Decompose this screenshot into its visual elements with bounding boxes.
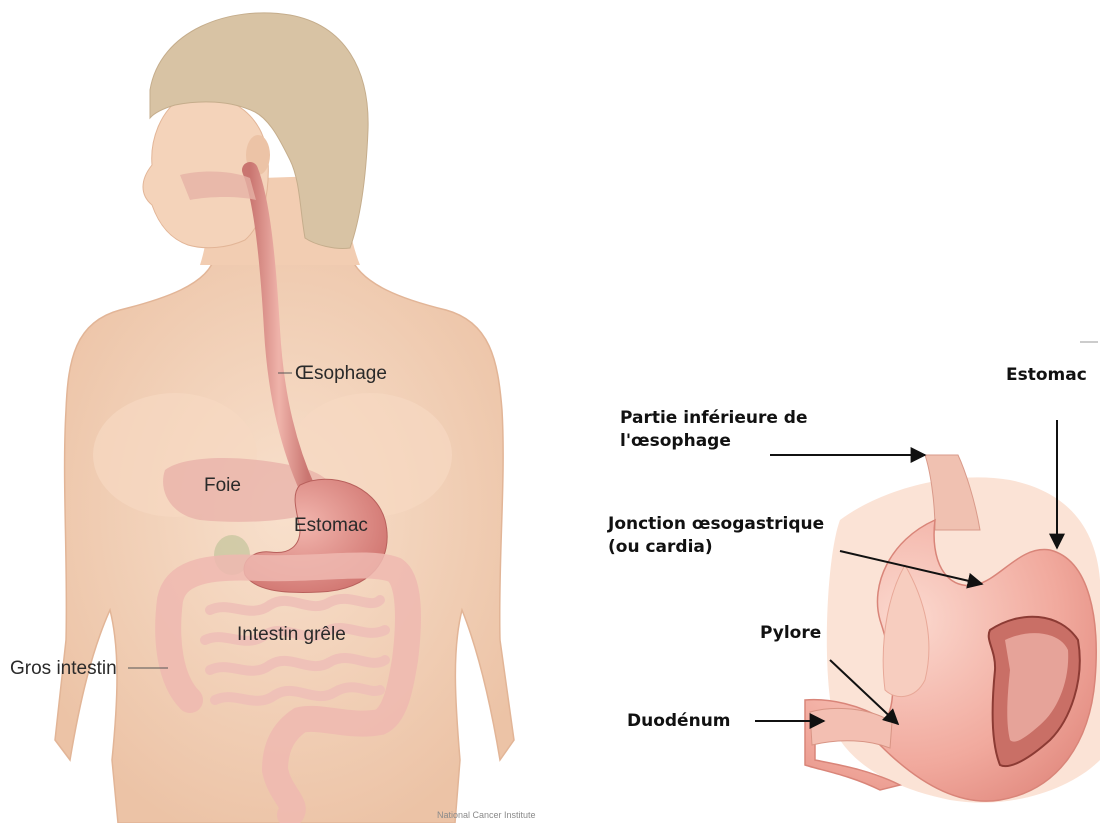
label-liver: Foie: [204, 476, 241, 495]
label-small-intestine: Intestin grêle: [237, 625, 346, 644]
label-junction-line2: (ou cardia): [608, 536, 824, 559]
label-lower-esophagus-line2: l'œsophage: [620, 430, 808, 453]
credit-text: National Cancer Institute: [437, 810, 536, 820]
label-stomach-right: Estomac: [1006, 364, 1087, 387]
label-esophagus: Œsophage: [295, 364, 387, 383]
torso-figure: [55, 13, 514, 823]
label-lower-esophagus: Partie inférieure de l'œsophage: [620, 407, 808, 453]
label-large-intestine: Gros intestin: [10, 659, 117, 678]
label-duodenum: Duodénum: [627, 710, 731, 733]
label-junction-line1: Jonction œsogastrique: [608, 513, 824, 536]
label-pylorus: Pylore: [760, 622, 821, 645]
label-stomach-left: Estomac: [294, 516, 368, 535]
label-junction: Jonction œsogastrique (ou cardia): [608, 513, 824, 559]
label-lower-esophagus-line1: Partie inférieure de: [620, 407, 808, 430]
